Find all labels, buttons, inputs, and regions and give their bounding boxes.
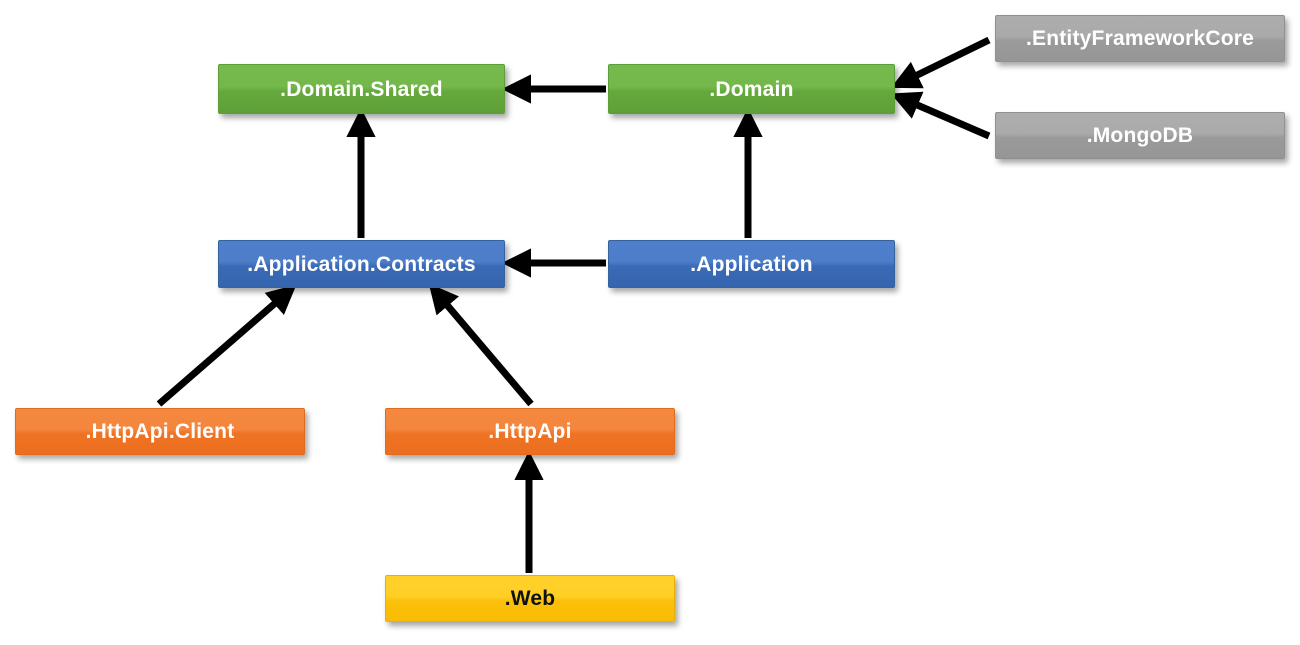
module-box-mongodb[interactable]: .MongoDB (995, 112, 1285, 159)
module-label-domain: .Domain (709, 77, 794, 101)
module-label-httpapi-client: .HttpApi.Client (85, 420, 235, 443)
module-box-httpapi-client[interactable]: .HttpApi.Client (15, 408, 305, 455)
dependency-arrow-entityframeworkcore-to-domain (890, 36, 991, 89)
module-box-domain-shared[interactable]: .Domain.Shared (218, 64, 505, 114)
module-label-entityframeworkcore: .EntityFrameworkCore (1025, 27, 1255, 50)
module-label-application: .Application (690, 252, 813, 276)
module-label-web: .Web (504, 587, 556, 610)
module-box-application[interactable]: .Application (608, 240, 895, 288)
module-label-application-contracts: .Application.Contracts (247, 252, 476, 276)
module-label-domain-shared: .Domain.Shared (280, 77, 443, 101)
dependency-arrow-httpapi-to-application-contracts (428, 283, 534, 407)
module-box-web[interactable]: .Web (385, 575, 675, 622)
module-label-mongodb: .MongoDB (1086, 124, 1194, 147)
dependency-arrow-httpapi-client-to-application-contracts (156, 284, 297, 407)
module-box-application-contracts[interactable]: .Application.Contracts (218, 240, 505, 288)
module-box-entityframeworkcore[interactable]: .EntityFrameworkCore (995, 15, 1285, 62)
module-box-httpapi[interactable]: .HttpApi (385, 408, 675, 455)
dependency-arrow-mongodb-to-domain (890, 91, 991, 140)
module-box-domain[interactable]: .Domain (608, 64, 895, 114)
module-label-httpapi: .HttpApi (488, 420, 572, 443)
